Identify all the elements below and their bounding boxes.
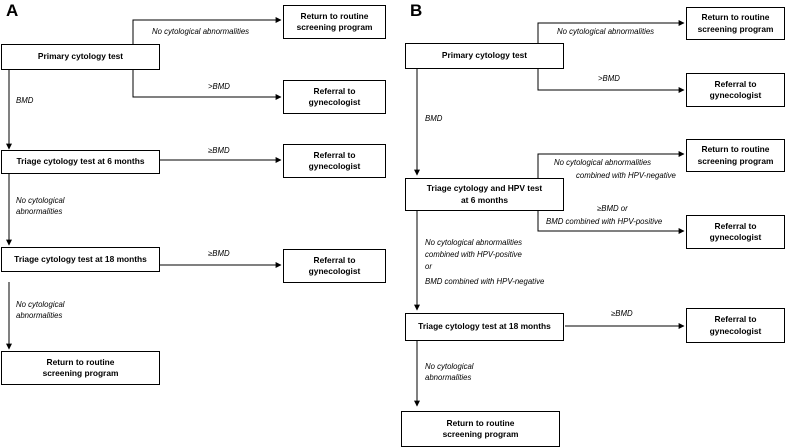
b-arrow-no-abn-hpv-neg	[537, 151, 685, 178]
b-return-routine-box: Return to routine screening program	[686, 7, 785, 40]
a-referral-box-3: Referral to gynecologist	[283, 249, 386, 283]
b-label-down-2: combined with HPV-positive	[425, 250, 522, 259]
b-label-down-1: No cytological abnormalities	[425, 238, 523, 247]
b-referral-box-3: Referral to gynecologist	[686, 308, 785, 343]
b-label-no-abn-top: No cytological abnormalities	[557, 27, 655, 36]
panel-a-letter: A	[6, 1, 19, 20]
a-arrow-no-abn-top	[132, 17, 282, 44]
a-label-no-abn-top: No cytological abnormalities	[152, 27, 250, 36]
b-label-down-4: BMD combined with HPV-negative	[425, 277, 545, 286]
a-primary-cytology-box: Primary cytology test	[1, 44, 160, 70]
panel-b-letter: B	[410, 1, 423, 20]
a-label-ge-bmd-18: ≥BMD	[208, 249, 230, 258]
b-label-ge-bmd-18: ≥BMD	[611, 309, 633, 318]
b-label-bmd-hpv-pos: BMD combined with HPV-positive	[546, 217, 663, 226]
b-referral-box-1: Referral to gynecologist	[686, 73, 785, 107]
b-label-gt-bmd: >BMD	[598, 74, 620, 83]
b-return-routine-box-2: Return to routine screening program	[401, 411, 560, 447]
a-label-bmd: BMD	[16, 96, 34, 105]
b-label-down-3: or	[425, 262, 432, 271]
b-return-routine-hpv-box: Return to routine screening program	[686, 139, 785, 172]
a-label-gt-bmd: >BMD	[208, 82, 230, 91]
a-arrow-gt-bmd	[132, 70, 282, 100]
b-triage-cytology-hpv-box: Triage cytology and HPV test at 6 months	[405, 178, 564, 211]
a-label-no-abn-18: No cytological abnormalities	[16, 300, 65, 320]
b-arrow-no-abn-top	[537, 20, 685, 44]
b-label-ge-bmd-or: ≥BMD or	[597, 204, 628, 213]
a-triage-18-months-box: Triage cytology test at 18 months	[1, 247, 160, 272]
b-arrow-gt-bmd	[537, 69, 685, 93]
a-label-no-abn-6: No cytological abnormalities	[16, 196, 65, 216]
b-triage-18-months-box: Triage cytology test at 18 months	[405, 313, 564, 341]
a-referral-box-1: Referral to gynecologist	[283, 80, 386, 114]
b-label-no-abn-hpv-neg-2: combined with HPV-negative	[576, 171, 676, 180]
a-triage-6-months-box: Triage cytology test at 6 months	[1, 150, 160, 174]
b-label-no-abn-hpv-neg-1: No cytological abnormalities	[554, 158, 652, 167]
a-return-routine-box: Return to routine screening program	[283, 5, 386, 39]
a-return-routine-box-2: Return to routine screening program	[1, 351, 160, 385]
b-referral-box-2: Referral to gynecologist	[686, 215, 785, 249]
b-label-no-abn-18: No cytological abnormalities	[425, 362, 474, 382]
b-arrow-bmd-hpv-pos	[537, 210, 685, 234]
a-referral-box-2: Referral to gynecologist	[283, 144, 386, 178]
a-label-ge-bmd-6: ≥BMD	[208, 146, 230, 155]
b-primary-cytology-box: Primary cytology test	[405, 43, 564, 69]
b-label-bmd: BMD	[425, 114, 443, 123]
